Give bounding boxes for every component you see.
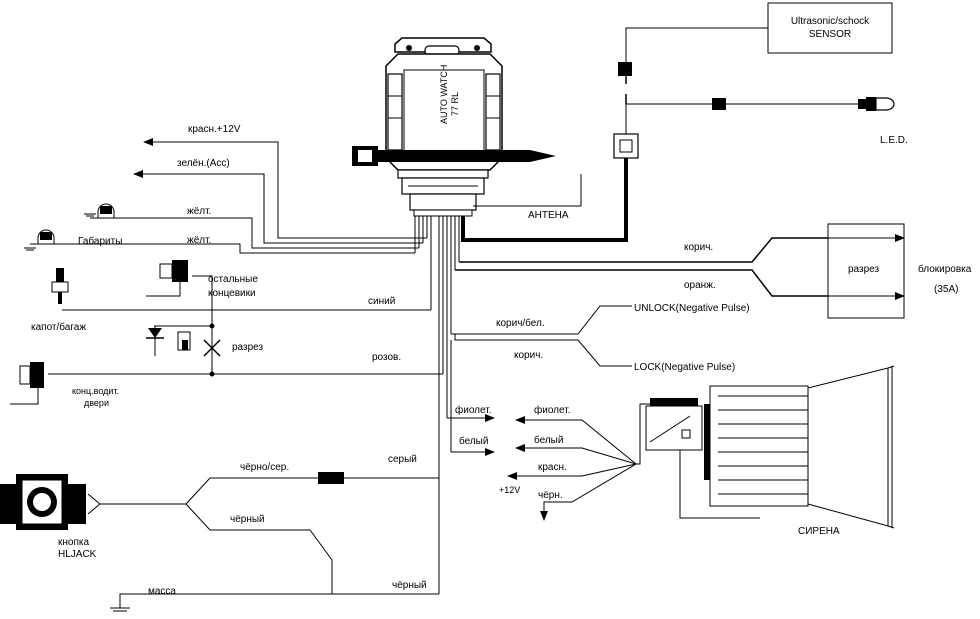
label-grey: серый	[388, 454, 417, 465]
label-yellow-2: жёлт.	[187, 235, 211, 246]
label-brown-white: корич/бел.	[496, 317, 545, 329]
led-indicator	[858, 97, 895, 111]
wire-brown-lock	[454, 334, 632, 367]
wire-red-siren	[507, 463, 637, 480]
ultrasonic-sensor-box	[767, 2, 893, 54]
wire-red-12v	[143, 138, 427, 239]
wire-black-siren	[540, 463, 637, 521]
label-red-12v: красн.+12V	[188, 124, 241, 135]
label-blue: синий	[368, 296, 395, 307]
wire-white-right	[515, 444, 637, 465]
label-white-left: белый	[459, 435, 488, 447]
antenna-label: АНТЕНА	[528, 210, 569, 221]
sensor-harness	[461, 158, 628, 242]
wire-black-button	[185, 503, 333, 594]
label-driver-door-2: двери	[84, 398, 109, 408]
wire-green-acc	[133, 170, 423, 244]
parking-lamp-1	[84, 203, 115, 219]
label-button-2: HLJACK	[58, 549, 97, 560]
label-black-siren: чёрн.	[538, 490, 563, 501]
wire-orange-block	[455, 269, 828, 297]
sensor-wire	[625, 27, 768, 62]
module-label-line2: 77 RL	[450, 92, 460, 116]
label-violet-left: фиолет.	[455, 404, 491, 416]
wire-black-grey	[185, 477, 318, 505]
sensor-line1: Ultrasonic/schock	[791, 16, 870, 27]
label-siren: СИРЕНА	[798, 526, 840, 537]
wire-yellow-1	[106, 217, 419, 249]
cut-switch-left	[177, 331, 191, 351]
label-mass: масса	[148, 586, 176, 597]
wire-brown-white	[451, 305, 632, 335]
diode	[146, 326, 164, 356]
label-lock: LOCK(Negative Pulse)	[634, 362, 735, 373]
label-black: чёрный	[230, 514, 265, 525]
wire-violet-right	[515, 416, 637, 465]
label-white-right: белый	[534, 434, 563, 446]
wire-yellow-2	[44, 243, 415, 254]
label-blocking: блокировка	[918, 263, 972, 275]
sensor-line2: SENSOR	[809, 29, 851, 40]
label-red-siren: красн.	[538, 462, 567, 473]
label-black-grey: чёрно/сер.	[240, 462, 289, 473]
label-cut-right: разрез	[848, 264, 879, 275]
sensor-connector	[618, 62, 632, 76]
siren-body	[636, 365, 895, 529]
driver-door-switch	[10, 362, 44, 405]
antenna-wire	[473, 174, 582, 207]
hood-trunk-switch	[51, 268, 69, 304]
parking-lamp-2	[24, 229, 55, 251]
label-brown2: корич.	[514, 350, 543, 361]
alarm-module	[352, 37, 556, 217]
led-label: L.E.D.	[880, 135, 908, 146]
hljack-button	[0, 474, 186, 530]
label-yellow-1: жёлт.	[187, 206, 211, 217]
cut-mark-left	[203, 339, 221, 357]
label-black2: чёрный	[392, 580, 427, 591]
label-pink: розов.	[372, 352, 401, 363]
label-plus12: +12V	[499, 485, 520, 495]
label-driver-door-1: конц.водит.	[72, 386, 119, 396]
label-unlock: UNLOCK(Negative Pulse)	[634, 303, 750, 314]
label-green-acc: зелён.(Acc)	[177, 158, 230, 169]
label-gabarity: Габариты	[78, 235, 122, 247]
label-other-switches-2: концевики	[208, 288, 256, 299]
label-other-switches-1: остальные	[208, 274, 258, 285]
label-brown: корич.	[684, 242, 713, 253]
label-orange: оранж.	[684, 280, 716, 291]
inline-fuse	[318, 472, 344, 484]
label-hood-trunk: капот/багаж	[31, 321, 86, 333]
label-violet-right: фиолет.	[534, 404, 570, 416]
label-cut-left: разрез	[232, 342, 263, 353]
wire-brown-block	[459, 237, 828, 263]
label-amp: (35А)	[934, 284, 958, 295]
label-button-1: кнопка	[58, 537, 89, 548]
door-switch-other	[146, 260, 188, 297]
module-label-line1: AUTO WATCH	[439, 65, 449, 124]
wire-ground-mass	[119, 593, 439, 608]
